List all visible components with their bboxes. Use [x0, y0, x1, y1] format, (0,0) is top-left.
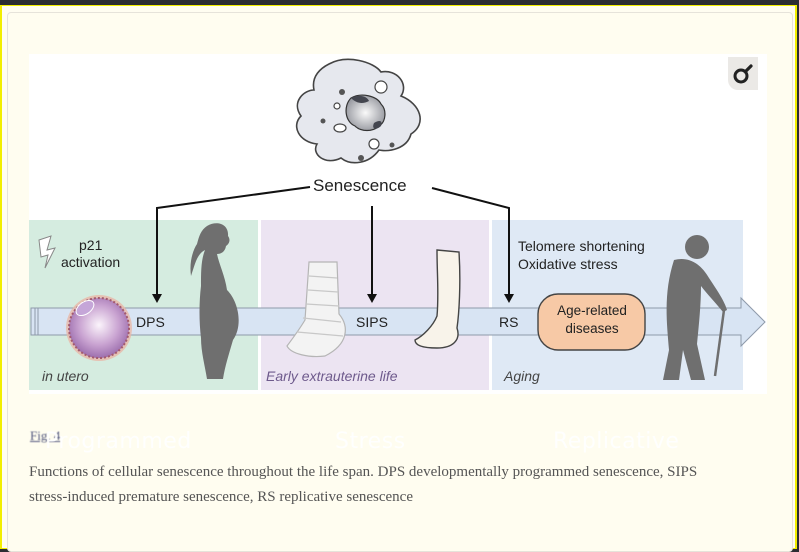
elderly-man-silhouette — [663, 235, 727, 380]
p21-label-line1: p21 — [79, 237, 103, 253]
panel-caption-early-life: Early extrauterine life — [266, 368, 398, 384]
p21-label-line2: activation — [61, 254, 121, 270]
leg-in-cast-illustration — [286, 261, 346, 358]
panel-caption-aging: Aging — [504, 368, 540, 384]
panel-caption-in-utero: in utero — [42, 368, 89, 384]
bare-leg-illustration — [414, 249, 461, 349]
female-symbol-icon — [733, 63, 753, 83]
senescent-cell-illustration — [295, 58, 421, 164]
telomere-label-line2: Oxidative stress — [518, 256, 618, 272]
senescence-connectors — [156, 186, 510, 296]
age-related-diseases-box — [537, 293, 646, 351]
rs-label: RS — [499, 314, 519, 330]
pregnant-woman-silhouette — [190, 223, 239, 379]
figure-link[interactable]: Fig. 4 — [30, 428, 61, 443]
embryo-cell-illustration — [66, 295, 132, 361]
dps-label: DPS — [136, 314, 165, 330]
age-box-line1: Age-related — [557, 303, 627, 318]
senescence-diagram — [29, 58, 766, 390]
female-symbol-badge[interactable] — [728, 57, 758, 90]
senescence-label: Senescence — [313, 176, 407, 195]
figure-image: Senescence p21 activation DPS SIPS RS Te… — [29, 54, 767, 394]
caption-line-1: Functions of cellular senescence through… — [29, 464, 698, 480]
lightning-icon — [38, 235, 56, 269]
sips-label: SIPS — [356, 314, 388, 330]
telomere-label-line1: Telomere shortening — [518, 238, 645, 254]
age-box-line2: diseases — [565, 321, 619, 336]
caption-line-2: stress-induced premature senescence, RS … — [29, 489, 413, 505]
figure-caption: Functions of cellular senescence through… — [29, 460, 769, 510]
arrowheads — [152, 294, 514, 303]
